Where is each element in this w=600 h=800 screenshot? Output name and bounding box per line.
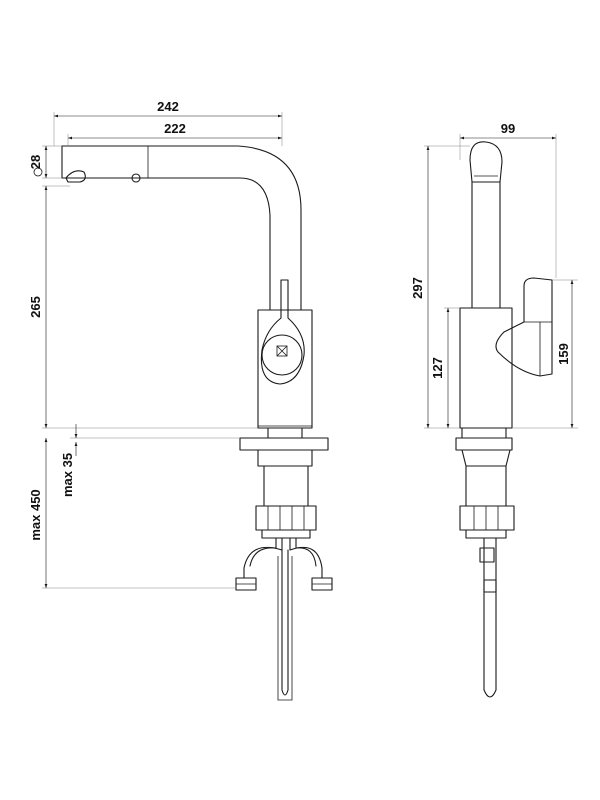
side-supply-hose <box>483 537 497 698</box>
front-base-plate <box>239 437 329 451</box>
front-spout <box>61 145 302 311</box>
side-view <box>455 141 553 698</box>
side-body <box>459 307 513 429</box>
front-pullout-hose <box>281 549 289 696</box>
front-clamp <box>255 505 317 531</box>
front-head-button <box>131 173 141 183</box>
side-column <box>471 181 501 309</box>
front-supply-hoses <box>243 537 323 579</box>
front-lever-hub <box>261 334 303 376</box>
dim-28: 28 <box>28 155 43 169</box>
dim-222: 222 <box>164 121 186 136</box>
dim-297: 297 <box>410 277 425 299</box>
side-spout-head <box>469 141 503 183</box>
dim-max-35: max 35 <box>60 453 75 497</box>
side-lever <box>495 277 553 377</box>
dim-265: 265 <box>28 296 43 318</box>
dimension-labels: 242 222 28 265 max 35 max 450 99 297 127… <box>28 99 571 541</box>
front-indicator-icon <box>276 345 288 357</box>
dim-159: 159 <box>556 343 571 365</box>
front-spray-nozzle <box>65 170 86 183</box>
front-shank <box>257 449 313 467</box>
dimension-lines <box>42 112 578 589</box>
side-clamp <box>459 505 515 531</box>
dim-max-450: max 450 <box>28 489 43 540</box>
front-lever <box>260 279 305 385</box>
dim-99: 99 <box>501 121 515 136</box>
side-base-plate <box>455 437 513 451</box>
front-body <box>257 309 313 429</box>
front-view <box>33 145 333 701</box>
dim-127: 127 <box>430 357 445 379</box>
dim-242: 242 <box>157 99 179 114</box>
